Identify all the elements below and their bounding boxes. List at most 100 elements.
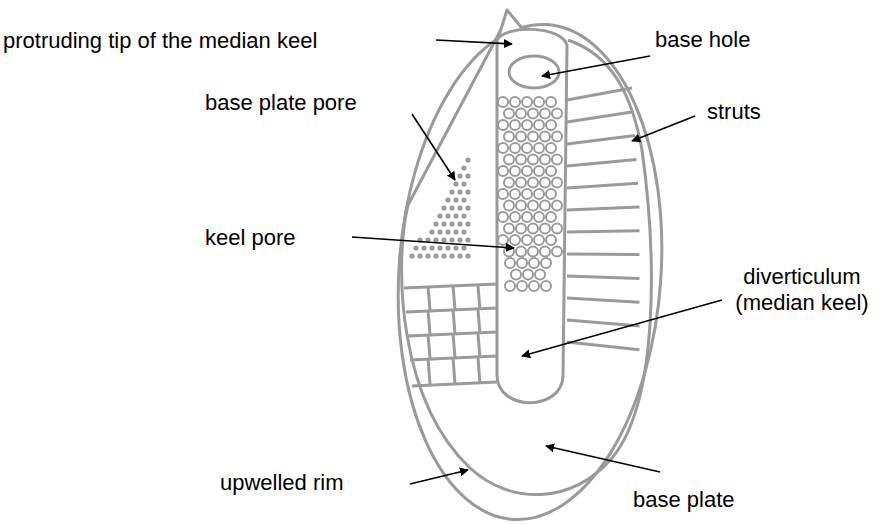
part-label: diverticulum (median keel): [722, 264, 882, 316]
keel-pore-dot: [540, 132, 550, 142]
base-plate-pore-dot: [433, 253, 438, 258]
keel-pore-dot: [505, 281, 515, 291]
base-plate-pore-dot: [441, 253, 446, 258]
base-plate-pore-dot: [441, 221, 446, 226]
strut-line: [567, 276, 640, 278]
keel-pore-dot: [504, 132, 514, 142]
keel-pore-dot: [510, 143, 520, 153]
keel-pore-dot: [510, 120, 520, 130]
base-plate-pore-dot: [457, 221, 462, 226]
strut-line: [567, 207, 640, 210]
keel-pore-dot: [540, 224, 550, 234]
keel-pore-dot: [517, 258, 527, 268]
keel-pore-dot: [540, 247, 550, 257]
base-plate-pore-dot: [457, 189, 462, 194]
leader-line: [436, 40, 512, 44]
outer-rim: [382, 15, 678, 525]
strut-line: [428, 334, 430, 358]
part-label: protruding tip of the median keel: [3, 28, 317, 54]
keel-pore-dot: [498, 166, 508, 176]
base-plate-pore-dot: [437, 213, 442, 218]
base-plate-pore-dot: [441, 205, 446, 210]
keel-pore-dot: [552, 178, 562, 188]
base-plate-pore-dot: [457, 253, 462, 258]
keel-pore-dot: [528, 247, 538, 257]
keel-pore-dot: [522, 166, 532, 176]
keel-pore-dot: [528, 109, 538, 119]
keel-pore-dot: [546, 97, 556, 107]
base-plate-pore-dot: [445, 213, 450, 218]
part-label: upwelled rim: [220, 470, 344, 496]
keel-pore-dot: [540, 178, 550, 188]
keel-pore-dot: [516, 247, 526, 257]
base-plate-pore-dot: [453, 213, 458, 218]
keel-pore-dot: [528, 178, 538, 188]
base-plate-pore-dot: [461, 245, 466, 250]
strut-line: [567, 320, 640, 326]
strut-line: [453, 334, 455, 358]
keel-pore-dot: [516, 109, 526, 119]
base-plate-pore-dot: [445, 229, 450, 234]
base-plate-pore-dot: [453, 245, 458, 250]
keel-pore-dot: [498, 212, 508, 222]
base-plate-pore-dot: [461, 181, 466, 186]
keel-pore-dot: [546, 212, 556, 222]
keel-pores: [498, 97, 562, 291]
keel-pore-dot: [504, 155, 514, 165]
part-label: base plate pore: [205, 90, 357, 116]
keel-pore-dot: [510, 235, 520, 245]
strut-line: [567, 231, 640, 232]
keel-pore-dot: [504, 201, 514, 211]
leader-line: [522, 300, 722, 356]
base-plate-pore-dot: [449, 205, 454, 210]
keel-pore-dot: [552, 155, 562, 165]
base-plate-pore-dot: [429, 229, 434, 234]
keel-pore-dot: [522, 235, 532, 245]
strut-line: [404, 284, 497, 288]
leader-line: [632, 116, 695, 141]
base-plate-outline: [402, 22, 652, 495]
keel-pore-dot: [516, 132, 526, 142]
keel-pore-dot: [516, 155, 526, 165]
base-plate-pore-dot: [449, 253, 454, 258]
base-plate-pore-dot: [433, 221, 438, 226]
part-label: struts: [707, 99, 761, 125]
keel-pore-dot: [529, 281, 539, 291]
keel-pore-dot: [528, 224, 538, 234]
strut-line: [453, 286, 455, 310]
keel-pore-dot: [540, 155, 550, 165]
base-plate-pore-dot: [453, 197, 458, 202]
keel-pore-dot: [498, 235, 508, 245]
strut-line: [478, 286, 480, 310]
keel-pore-dot: [535, 270, 545, 280]
base-plate-pore-dot: [465, 205, 470, 210]
keel-pore-dot: [505, 258, 515, 268]
keel-pore-dot: [552, 132, 562, 142]
base-plate-pore-dot: [449, 189, 454, 194]
strut-line: [428, 358, 430, 384]
strut-line: [453, 358, 455, 384]
keel-pore-dot: [511, 270, 521, 280]
keel-pore-dot: [498, 189, 508, 199]
base-plate-pore-dot: [465, 237, 470, 242]
keel-pore-dot: [540, 201, 550, 211]
strut-line: [567, 183, 638, 188]
leader-line: [410, 470, 468, 484]
keel-pore-dot: [552, 201, 562, 211]
keel-pore-dot: [541, 281, 551, 291]
strut-line: [567, 298, 640, 302]
keel-pore-dot: [546, 143, 556, 153]
keel-pore-dot: [534, 120, 544, 130]
base-plate-pore-dot: [457, 205, 462, 210]
base-plate-pore-dot: [413, 245, 418, 250]
keel-pore-dot: [498, 97, 508, 107]
base-plate-pore-dot: [453, 181, 458, 186]
leader-line: [546, 446, 660, 472]
keel-pore-dot: [528, 132, 538, 142]
right-struts: [567, 88, 640, 350]
keel-pore-dot: [546, 166, 556, 176]
keel-pore-dot: [523, 270, 533, 280]
keel-pore-dot: [534, 189, 544, 199]
